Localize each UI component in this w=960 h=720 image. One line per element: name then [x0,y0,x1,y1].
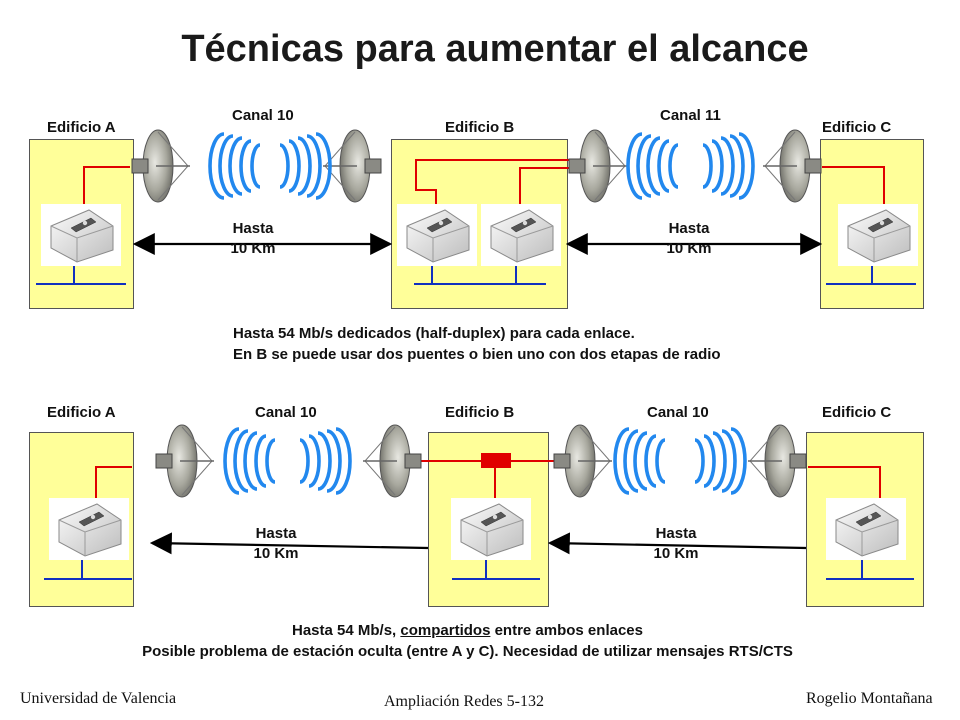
wireless-bridge-icon [40,203,122,267]
radio-wave-icon [613,427,667,495]
dish-antenna-icon [747,424,807,498]
note-2: Hasta 54 Mb/s, compartidos entre ambos e… [0,620,935,662]
lan-lines-2 [44,560,914,580]
channel-label: Canal 11 [660,107,721,124]
distance-label-line1: Hasta [232,220,274,237]
distance-label: Hasta 10 Km [638,524,714,564]
note-2-line1-post: entre ambos enlaces [490,622,643,639]
building-label-b: Edificio B [445,119,515,136]
radio-wave-icon [278,132,332,200]
building-label-a: Edificio A [47,119,116,136]
distance-label: Hasta 10 Km [651,219,727,259]
wireless-bridge-icon [396,203,478,267]
distance-label: Hasta 10 Km [238,524,314,564]
distance-label-line1: Hasta [668,220,710,237]
channel-label: Canal 10 [647,404,709,421]
wireless-bridge-icon [825,497,907,561]
distance-label-line2: 10 Km [653,545,699,562]
note-2-line2: Posible problema de estación oculta (ent… [142,643,793,660]
building-label-b-2: Edificio B [445,404,515,421]
page-title: Técnicas para aumentar el alcance [181,28,809,70]
wireless-bridge-icon [450,497,532,561]
distance-label-line2: 10 Km [230,240,276,257]
footer-center: Ampliación Redes 5-132 [384,693,544,710]
lan-lines-1 [36,266,916,285]
radio-wave-icon [693,427,747,495]
splitter-icon [481,453,511,468]
wireless-bridge-icon [480,203,562,267]
wireless-bridge-icon [837,203,919,267]
building-label-a-2: Edificio A [47,404,116,421]
distance-arrow [149,532,429,555]
note-2-underlined: compartidos [400,622,491,639]
dish-antenna-icon [362,424,422,498]
note-1-line2: En B se puede usar dos puentes o bien un… [233,346,721,363]
radio-wave-icon [223,427,277,495]
dish-antenna-icon [155,424,215,498]
distance-arrow [547,532,807,555]
distance-label-line1: Hasta [655,525,697,542]
footer-left: Universidad de Valencia [20,690,177,707]
dish-antenna-icon [762,129,822,203]
building-label-c: Edificio C [822,119,892,136]
distance-label-line1: Hasta [255,525,297,542]
note-1-line1: Hasta 54 Mb/s dedicados (half-duplex) pa… [233,325,635,342]
radio-wave-icon [701,132,755,200]
dish-antenna-icon [568,129,628,203]
footer-right: Rogelio Montañana [806,690,933,707]
dish-antenna-icon [553,424,613,498]
dish-antenna-icon [131,129,191,203]
cables-1 [83,159,885,212]
channel-label: Canal 10 [232,107,294,124]
note-2-line1-pre: Hasta 54 Mb/s, [292,622,401,639]
note-2-line1: Hasta 54 Mb/s, compartidos entre ambos e… [0,620,935,641]
wireless-bridge-icon [48,497,130,561]
distance-label-line2: 10 Km [666,240,712,257]
channel-label: Canal 10 [255,404,317,421]
note-1: Hasta 54 Mb/s dedicados (half-duplex) pa… [233,323,721,365]
radio-wave-icon [298,427,352,495]
radio-wave-icon [626,132,680,200]
distance-label-line2: 10 Km [253,545,299,562]
radio-wave-icon [208,132,262,200]
distance-label: Hasta 10 Km [215,219,291,259]
building-label-c-2: Edificio C [822,404,892,421]
